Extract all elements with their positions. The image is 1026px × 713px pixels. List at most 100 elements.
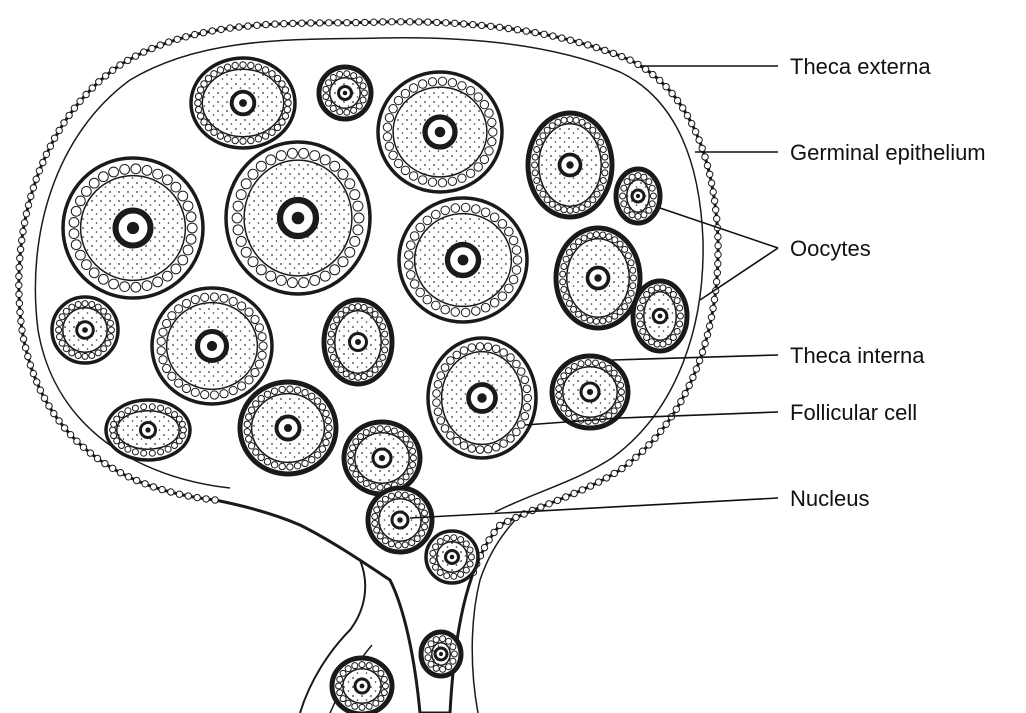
follicular-cell: [360, 97, 366, 103]
follicular-cell: [366, 663, 372, 669]
follicular-cell: [248, 257, 258, 267]
follicular-cell: [108, 327, 114, 333]
follicular-cell: [485, 147, 493, 155]
follicular-cell: [251, 315, 259, 323]
follicular-cell: [438, 179, 446, 187]
follicle: [319, 67, 371, 119]
follicular-cell: [466, 169, 474, 177]
follicular-cell: [241, 247, 251, 257]
epithelial-cell: [708, 180, 714, 186]
follicular-cell: [372, 521, 378, 527]
epithelial-cell: [710, 305, 716, 311]
epithelial-cell: [652, 435, 658, 441]
follicular-cell: [381, 676, 387, 682]
follicular-cell: [505, 227, 514, 236]
follicular-cell: [407, 442, 413, 448]
epithelial-cell: [102, 73, 108, 79]
follicular-cell: [600, 318, 606, 324]
nucleolus: [284, 424, 292, 432]
follicular-cell: [447, 357, 455, 365]
follicular-cell: [109, 167, 119, 177]
follicular-cell: [468, 554, 474, 560]
follicular-cell: [337, 690, 343, 696]
follicular-cell: [599, 362, 605, 368]
follicular-cell: [256, 265, 266, 275]
epithelial-cell: [56, 127, 62, 133]
follicular-cell: [544, 127, 550, 133]
follicular-cell: [330, 324, 336, 330]
follicular-cell: [345, 666, 351, 672]
epithelial-cell: [281, 21, 287, 27]
follicular-cell: [69, 350, 75, 356]
follicular-cell: [646, 207, 652, 213]
follicular-cell: [259, 342, 267, 350]
follicular-cell: [433, 564, 439, 570]
follicular-cell: [175, 305, 183, 313]
nucleolus: [397, 517, 403, 523]
follicular-cell: [624, 179, 630, 185]
follicular-cell: [330, 161, 340, 171]
follicular-cell: [353, 201, 363, 211]
follicular-cell: [621, 185, 627, 191]
follicular-cell: [168, 312, 176, 320]
epithelial-cell: [30, 185, 36, 191]
epithelial-cell: [603, 475, 609, 481]
epithelial-cell: [51, 135, 57, 141]
follicular-cell: [89, 302, 95, 308]
follicular-cell: [343, 371, 349, 377]
follicular-cell: [606, 413, 612, 419]
follicular-cell: [398, 479, 404, 485]
follicular-cell: [248, 407, 254, 413]
nucleolus: [145, 427, 150, 432]
follicular-cell: [463, 541, 469, 547]
epithelial-cell: [61, 120, 67, 126]
follicular-cell: [255, 136, 261, 142]
follicular-cell: [183, 245, 193, 255]
follicular-cell: [441, 206, 450, 215]
follicular-cell: [352, 663, 358, 669]
follicular-cell: [403, 474, 409, 480]
epithelial-cell: [218, 26, 224, 32]
epithelial-cell: [245, 23, 251, 29]
follicular-cell: [76, 250, 86, 260]
epithelial-cell: [699, 349, 705, 355]
epithelial-cell: [470, 21, 476, 27]
epithelial-cell: [650, 71, 656, 77]
epithelial-cell: [335, 20, 341, 26]
follicular-cell: [287, 386, 293, 392]
epithelial-cell: [711, 296, 717, 302]
follicular-cell: [238, 382, 246, 390]
follicular-cell: [101, 346, 107, 352]
epithelial-cell: [579, 487, 585, 493]
follicle: [63, 158, 203, 298]
follicular-cell: [674, 298, 680, 304]
epithelial-cell: [696, 137, 702, 143]
epithelial-cell: [96, 79, 102, 85]
epithelial-cell: [686, 382, 692, 388]
epithelial-cell: [602, 47, 608, 53]
epithelial-cell: [290, 20, 296, 26]
follicular-cell: [195, 100, 201, 106]
epithelial-cell: [689, 120, 695, 126]
follicular-cell: [561, 373, 567, 379]
follicular-cell: [172, 443, 178, 449]
follicular-cell: [330, 75, 336, 81]
follicular-cell: [205, 124, 211, 130]
epithelial-cell: [678, 398, 684, 404]
follicular-cell: [109, 279, 119, 289]
follicular-cell: [612, 237, 618, 243]
follicular-cell: [587, 317, 593, 323]
leader-oocytes-2: [700, 248, 778, 300]
follicular-cell: [600, 178, 606, 184]
follicular-cell: [377, 501, 383, 507]
follicular-cell: [69, 304, 75, 310]
epithelial-cell: [513, 514, 519, 520]
follicular-cell: [229, 297, 237, 305]
follicular-cell: [447, 432, 455, 440]
follicular-cell: [450, 644, 456, 650]
leader-follicular-cell: [620, 412, 778, 418]
follicular-cell: [576, 239, 582, 245]
epithelial-cell: [89, 85, 95, 91]
follicular-cell: [389, 493, 395, 499]
follicular-cell: [555, 205, 561, 211]
